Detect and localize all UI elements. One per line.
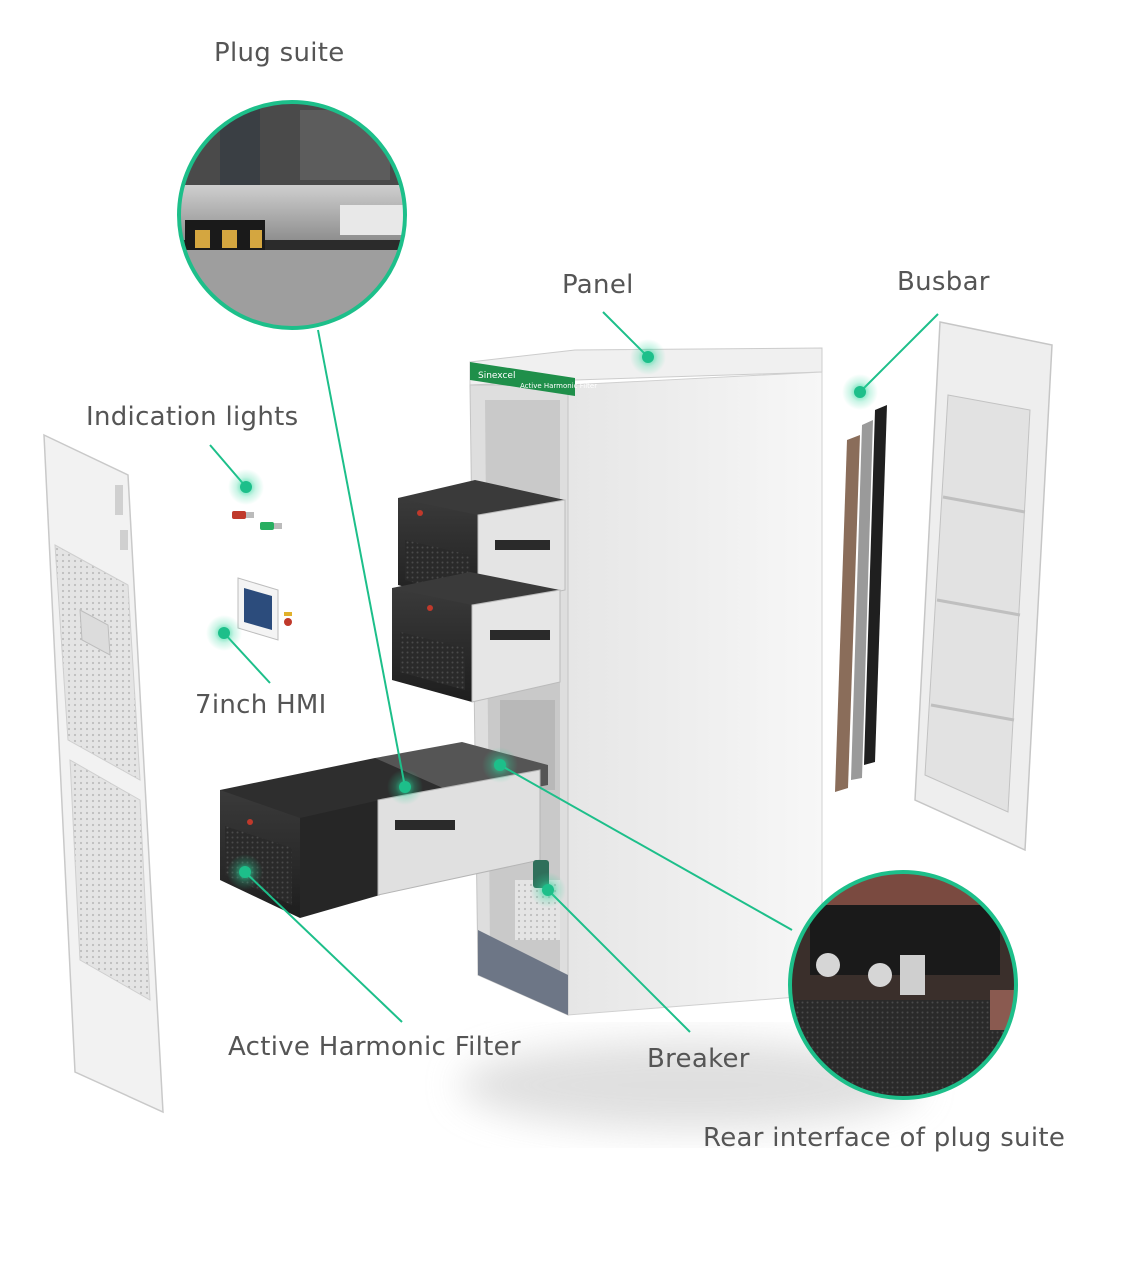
hotspots [206,339,878,908]
hotspot-indication-lights[interactable] [228,469,264,505]
ahf-module-2 [392,572,561,703]
cabinet-brand-text: Sinexcel [478,371,515,381]
leader-rear-interface [499,764,793,931]
leader-ahf [244,871,403,1023]
hmi-part [237,577,292,641]
label-indication-lights: Indication lights [86,402,299,432]
rear-interface-inset [788,870,1018,1100]
label-panel: Panel [562,270,634,300]
hotspot-ahf[interactable] [227,854,263,890]
cabinet-shadow [460,1040,920,1130]
hotspot-rear-interface[interactable] [482,747,518,783]
hotspot-busbar[interactable] [842,374,878,410]
label-rear-interface: Rear interface of plug suite [703,1123,1066,1153]
hotspot-panel[interactable] [630,339,666,375]
label-busbar: Busbar [897,267,990,297]
label-ahf: Active Harmonic Filter [228,1032,521,1062]
front-door-panel [43,433,164,1114]
indication-lights-part [232,511,282,530]
busbars [835,405,887,792]
hotspot-plug-suite[interactable] [387,769,423,805]
leader-plug-suite [317,329,406,788]
hotspot-breaker[interactable] [530,872,566,908]
rear-panel [914,321,1053,852]
leader-busbar [859,313,939,393]
hotspot-hmi[interactable] [206,615,242,651]
cabinet-product-text: Active Harmonic Filter [520,382,597,390]
label-hmi: 7inch HMI [195,690,327,720]
label-plug-suite: Plug suite [214,38,345,68]
ahf-module-pulled [220,742,548,918]
label-breaker: Breaker [647,1044,750,1074]
leader-breaker [547,889,691,1033]
plug-suite-inset [177,100,407,330]
